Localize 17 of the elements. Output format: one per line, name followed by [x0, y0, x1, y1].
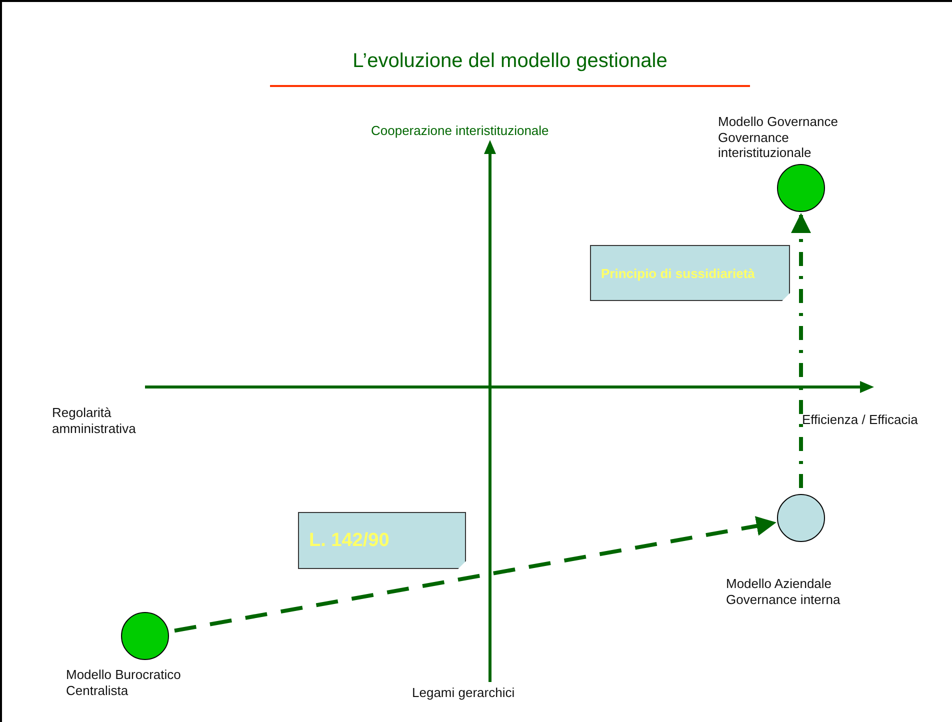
note-box: [590, 245, 790, 301]
axis-label: Efficienza / Efficacia: [802, 412, 919, 428]
note-text: L. 142/90: [309, 530, 390, 552]
model-circle: [121, 612, 169, 660]
note-box: [298, 512, 466, 569]
axis-label: Legami gerarchici: [412, 685, 516, 701]
node-caption: Modello Governance Governance interistituzionale: [718, 114, 839, 161]
model-circle: [777, 494, 825, 542]
title: L’evoluzione del modello gestionale: [352, 50, 668, 73]
axis-label: Regolarità amministrativa: [52, 405, 137, 436]
node-caption: Modello Aziendale Governance interna: [726, 576, 842, 608]
node-caption: Modello Burocratico Centralista: [66, 667, 182, 698]
model-circle: [777, 164, 825, 212]
arrow: [791, 213, 811, 488]
axis-label: Cooperazione interistituzionale: [371, 123, 550, 139]
note-text: Principio di sussidiarietà: [601, 266, 755, 280]
arrow: [174, 516, 776, 633]
